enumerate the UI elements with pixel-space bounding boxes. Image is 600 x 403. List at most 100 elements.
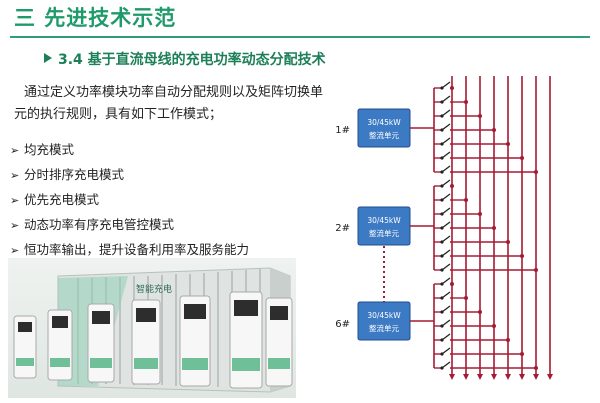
switch-icon [441, 319, 451, 327]
switch-pivot [440, 198, 444, 202]
charger-post [87, 303, 115, 383]
junction-dot [464, 198, 468, 202]
junction-dot [450, 86, 454, 90]
mode-list: ➢均充模式 ➢分时排序充电模式 ➢优先充电模式 ➢动态功率有序充电管控模式 ➢恒… [10, 138, 249, 263]
switch-pivot [440, 100, 444, 104]
junction-dot [492, 128, 496, 132]
switch-icon [441, 81, 451, 89]
junction-dot [506, 240, 510, 244]
output-arrow-icon [505, 374, 511, 380]
switch-icon [441, 221, 451, 229]
charging-station-photo: 智能充电 [8, 258, 296, 398]
switch-pivot [440, 226, 444, 230]
switch-icon [441, 193, 451, 201]
junction-dot [492, 226, 496, 230]
switch-icon [441, 347, 451, 355]
junction-dot [534, 170, 538, 174]
arrow-bullet-icon: ➢ [10, 244, 20, 257]
junction-dot [478, 310, 482, 314]
switch-matrix [410, 76, 553, 380]
mode-item: ➢分时排序充电模式 [10, 163, 249, 188]
junction-dot [478, 114, 482, 118]
module-6-rating: 30/45kW [367, 311, 401, 320]
junction-dot [506, 338, 510, 342]
module-box-6: 30/45kW 整流单元 [357, 301, 411, 341]
junction-dot [464, 100, 468, 104]
junction-dot [520, 156, 524, 160]
charger-post [265, 297, 293, 387]
output-arrow-icon [449, 374, 455, 380]
charger-post [229, 291, 263, 389]
switch-pivot [440, 366, 444, 370]
switch-icon [441, 249, 451, 257]
switch-icon [441, 109, 451, 117]
module-6-id: 6# [335, 319, 350, 330]
switch-icon [441, 235, 451, 243]
output-arrow-icon [491, 374, 497, 380]
junction-dot [450, 184, 454, 188]
title-divider [10, 36, 590, 38]
switch-icon [441, 151, 451, 159]
switch-pivot [440, 352, 444, 356]
module-1-rating: 30/45kW [367, 118, 401, 127]
switch-icon [441, 165, 451, 173]
junction-dot [492, 324, 496, 328]
switch-pivot [440, 156, 444, 160]
output-arrow-icon [477, 374, 483, 380]
switch-icon [441, 95, 451, 103]
junction-dot [534, 366, 538, 370]
switch-pivot [440, 142, 444, 146]
mode-item: ➢优先充电模式 [10, 188, 249, 213]
junction-dot [464, 296, 468, 300]
switch-pivot [440, 324, 444, 328]
junction-dot [534, 268, 538, 272]
switch-icon [441, 179, 451, 187]
switch-pivot [440, 254, 444, 258]
mode-item: ➢恒功率输出，提升设备利用率及服务能力 [10, 238, 249, 263]
charger-posts [13, 291, 293, 389]
module-1-id: 1# [335, 125, 350, 136]
switch-icon [441, 305, 451, 313]
intro-paragraph: 通过定义功率模块功率自动分配规则以及矩阵切换单元的执行规则，具有如下工作模式； [14, 85, 324, 122]
switch-icon [441, 137, 451, 145]
triangle-bullet-icon [44, 53, 52, 63]
switch-icon [441, 123, 451, 131]
switch-pivot [440, 184, 444, 188]
module-box-2: 30/45kW 整流单元 [357, 206, 411, 246]
matrix-svg: 1# 2# 6# 30/45kW 整流单元 30/45kW 整流单元 30/45… [335, 76, 553, 380]
junction-dot [450, 282, 454, 286]
charger-post [47, 309, 73, 381]
output-arrow-icon [519, 374, 525, 380]
arrow-bullet-icon: ➢ [10, 169, 20, 182]
arrow-bullet-icon: ➢ [10, 194, 20, 207]
module-2-rating: 30/45kW [367, 216, 401, 225]
output-arrow-icon [547, 374, 553, 380]
slide-title: 三 先进技术示范 [14, 6, 177, 30]
mode-item: ➢动态功率有序充电管控模式 [10, 213, 249, 238]
output-arrow-icon [463, 374, 469, 380]
arrow-bullet-icon: ➢ [10, 144, 20, 157]
switch-pivot [440, 240, 444, 244]
switch-icon [441, 291, 451, 299]
switch-icon [441, 207, 451, 215]
section-subtitle-text: 3.4 基于直流母线的充电功率动态分配技术 [58, 52, 326, 68]
output-arrow-icon [533, 374, 539, 380]
switch-pivot [440, 86, 444, 90]
arrow-bullet-icon: ➢ [10, 219, 20, 232]
switch-pivot [440, 170, 444, 174]
switch-pivot [440, 310, 444, 314]
junction-dot [506, 142, 510, 146]
charging-station-illustration: 智能充电 [13, 267, 293, 393]
switch-icon [441, 263, 451, 271]
switch-pivot [440, 128, 444, 132]
junction-dot [520, 254, 524, 258]
switch-pivot [440, 268, 444, 272]
switch-pivot [440, 296, 444, 300]
switch-icon [441, 361, 451, 369]
junction-dot [520, 352, 524, 356]
switch-pivot [440, 114, 444, 118]
mode-item: ➢均充模式 [10, 138, 249, 163]
container-label: 智能充电 [136, 283, 172, 295]
module-6-type: 整流单元 [369, 323, 399, 333]
section-subtitle: 3.4 基于直流母线的充电功率动态分配技术 [44, 49, 326, 69]
